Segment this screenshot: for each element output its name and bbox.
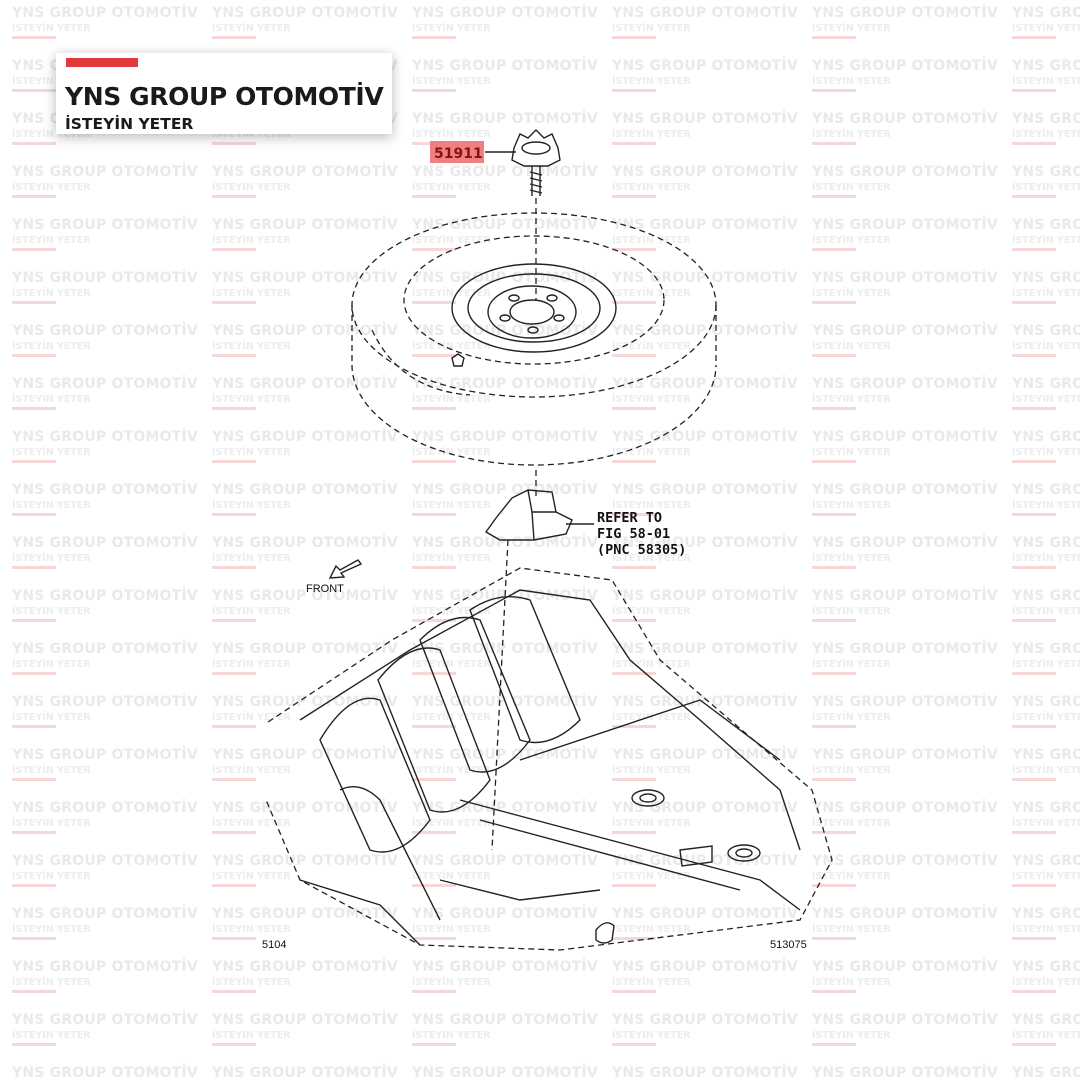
front-arrow-icon (328, 559, 363, 579)
refer-line-3: (PNC 58305) (597, 542, 686, 558)
clamp-bolt (511, 129, 561, 196)
brand-card: YNS GROUP OTOMOTİV İSTEYİN YETER (56, 53, 392, 134)
tire-bracket (484, 489, 573, 541)
axis-line-lower (491, 539, 509, 851)
part-number-label: 51911 (434, 146, 483, 162)
figure-number-left: 5104 (262, 939, 286, 951)
floor-pan (265, 567, 833, 951)
refer-line-1: REFER TO (597, 510, 662, 526)
spare-tire (351, 212, 717, 466)
brand-subtitle: İSTEYİN YETER (65, 115, 194, 133)
brand-title: YNS GROUP OTOMOTİV (65, 82, 384, 111)
figure-number-right: 513075 (770, 939, 807, 951)
callout-box (430, 141, 484, 163)
refer-line-2: FIG 58-01 (597, 526, 670, 542)
front-label: FRONT (306, 583, 344, 595)
brand-accent-bar (66, 58, 138, 67)
